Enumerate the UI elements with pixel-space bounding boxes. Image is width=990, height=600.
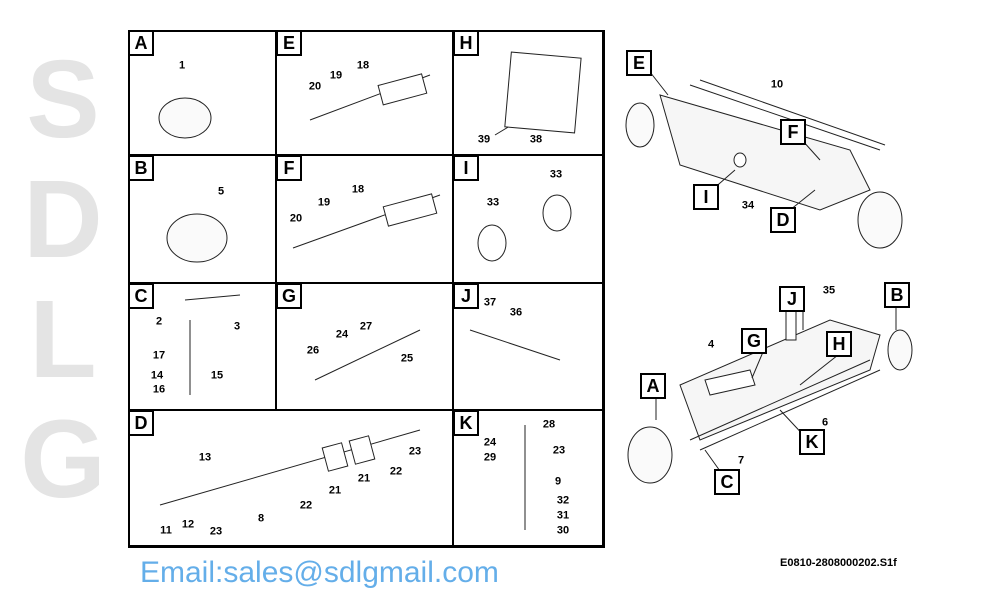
- panel-b: B: [128, 155, 276, 283]
- panel-c: C: [128, 283, 276, 410]
- part-number: 19: [317, 196, 331, 209]
- assembly-callout-j: J: [779, 286, 805, 312]
- parts-detail-grid: A B C E F G H I J D K: [128, 30, 605, 548]
- part-number: 32: [556, 494, 570, 507]
- part-number: 31: [556, 509, 570, 522]
- part-number: 23: [209, 525, 223, 538]
- assembly-callout-h: H: [826, 331, 852, 357]
- panel-letter: E: [276, 30, 302, 56]
- part-number: 28: [542, 418, 556, 431]
- assembly-part-number: 6: [821, 416, 829, 429]
- assembly-callout-b: B: [884, 282, 910, 308]
- part-number: 39: [477, 133, 491, 146]
- panel-f: F: [276, 155, 453, 283]
- part-number: 11: [160, 524, 172, 537]
- panel-e: E: [276, 30, 453, 155]
- part-number: 30: [556, 524, 570, 537]
- assembly-part-number: 4: [707, 338, 715, 351]
- assembly-callout-k: K: [799, 429, 825, 455]
- part-number: 33: [486, 196, 500, 209]
- assembly-part-number: 7: [737, 454, 745, 467]
- panel-letter: D: [128, 410, 154, 436]
- part-number: 21: [357, 472, 371, 485]
- panel-k: K: [453, 410, 603, 546]
- part-number: 23: [408, 445, 422, 458]
- assembly-part-number: 10: [770, 78, 784, 91]
- part-number: 1: [178, 59, 186, 72]
- part-number: 16: [152, 383, 166, 396]
- assembly-callout-d: D: [770, 207, 796, 233]
- part-number: 9: [554, 475, 562, 488]
- part-number: 22: [389, 465, 403, 478]
- part-number: 3: [233, 320, 241, 333]
- part-number: 29: [483, 451, 497, 464]
- part-number: 15: [210, 369, 224, 382]
- part-number: 12: [181, 518, 195, 531]
- panel-j: J: [453, 283, 603, 410]
- assembly-part-number: 35: [822, 284, 836, 297]
- panel-letter: A: [128, 30, 154, 56]
- panel-letter: J: [453, 283, 479, 309]
- panel-letter: H: [453, 30, 479, 56]
- part-number: 38: [529, 133, 543, 146]
- part-number: 25: [400, 352, 414, 365]
- part-number: 24: [483, 436, 497, 449]
- part-number: 17: [152, 349, 166, 362]
- part-number: 26: [306, 344, 320, 357]
- drawing-code: E0810-2808000202.S1f: [780, 557, 897, 569]
- part-number: 14: [150, 369, 164, 382]
- part-number: 5: [217, 185, 225, 198]
- part-number: 33: [549, 168, 563, 181]
- part-number: 8: [257, 512, 265, 525]
- part-number: 36: [509, 306, 523, 319]
- part-number: 22: [299, 499, 313, 512]
- part-number: 37: [483, 296, 497, 309]
- part-number: 21: [328, 484, 342, 497]
- part-number: 24: [335, 328, 349, 341]
- assembly-callout-i: I: [693, 184, 719, 210]
- panel-letter: I: [453, 155, 479, 181]
- part-number: 13: [198, 451, 212, 464]
- panel-letter: K: [453, 410, 479, 436]
- panel-a: A: [128, 30, 276, 155]
- panel-letter: B: [128, 155, 154, 181]
- part-number: 20: [289, 212, 303, 225]
- assembly-callout-f: F: [780, 119, 806, 145]
- part-number: 23: [552, 444, 566, 457]
- brand-watermark: SDLG: [20, 38, 106, 521]
- assembly-callout-g: G: [741, 328, 767, 354]
- part-number: 20: [308, 80, 322, 93]
- panel-d: D: [128, 410, 453, 546]
- panel-letter: F: [276, 155, 302, 181]
- panel-i: I: [453, 155, 603, 283]
- part-number: 18: [356, 59, 370, 72]
- part-number: 19: [329, 69, 343, 82]
- part-number: 2: [155, 315, 163, 328]
- assembly-callout-c: C: [714, 469, 740, 495]
- panel-h: H: [453, 30, 603, 155]
- email-watermark: Email:sales@sdlgmail.com: [140, 556, 499, 589]
- assembly-part-number: 34: [741, 199, 755, 212]
- part-number: 18: [351, 183, 365, 196]
- panel-g: G: [276, 283, 453, 410]
- part-number: 27: [359, 320, 373, 333]
- panel-letter: G: [276, 283, 302, 309]
- assembly-callout-a: A: [640, 373, 666, 399]
- assembly-callout-e: E: [626, 50, 652, 76]
- panel-letter: C: [128, 283, 154, 309]
